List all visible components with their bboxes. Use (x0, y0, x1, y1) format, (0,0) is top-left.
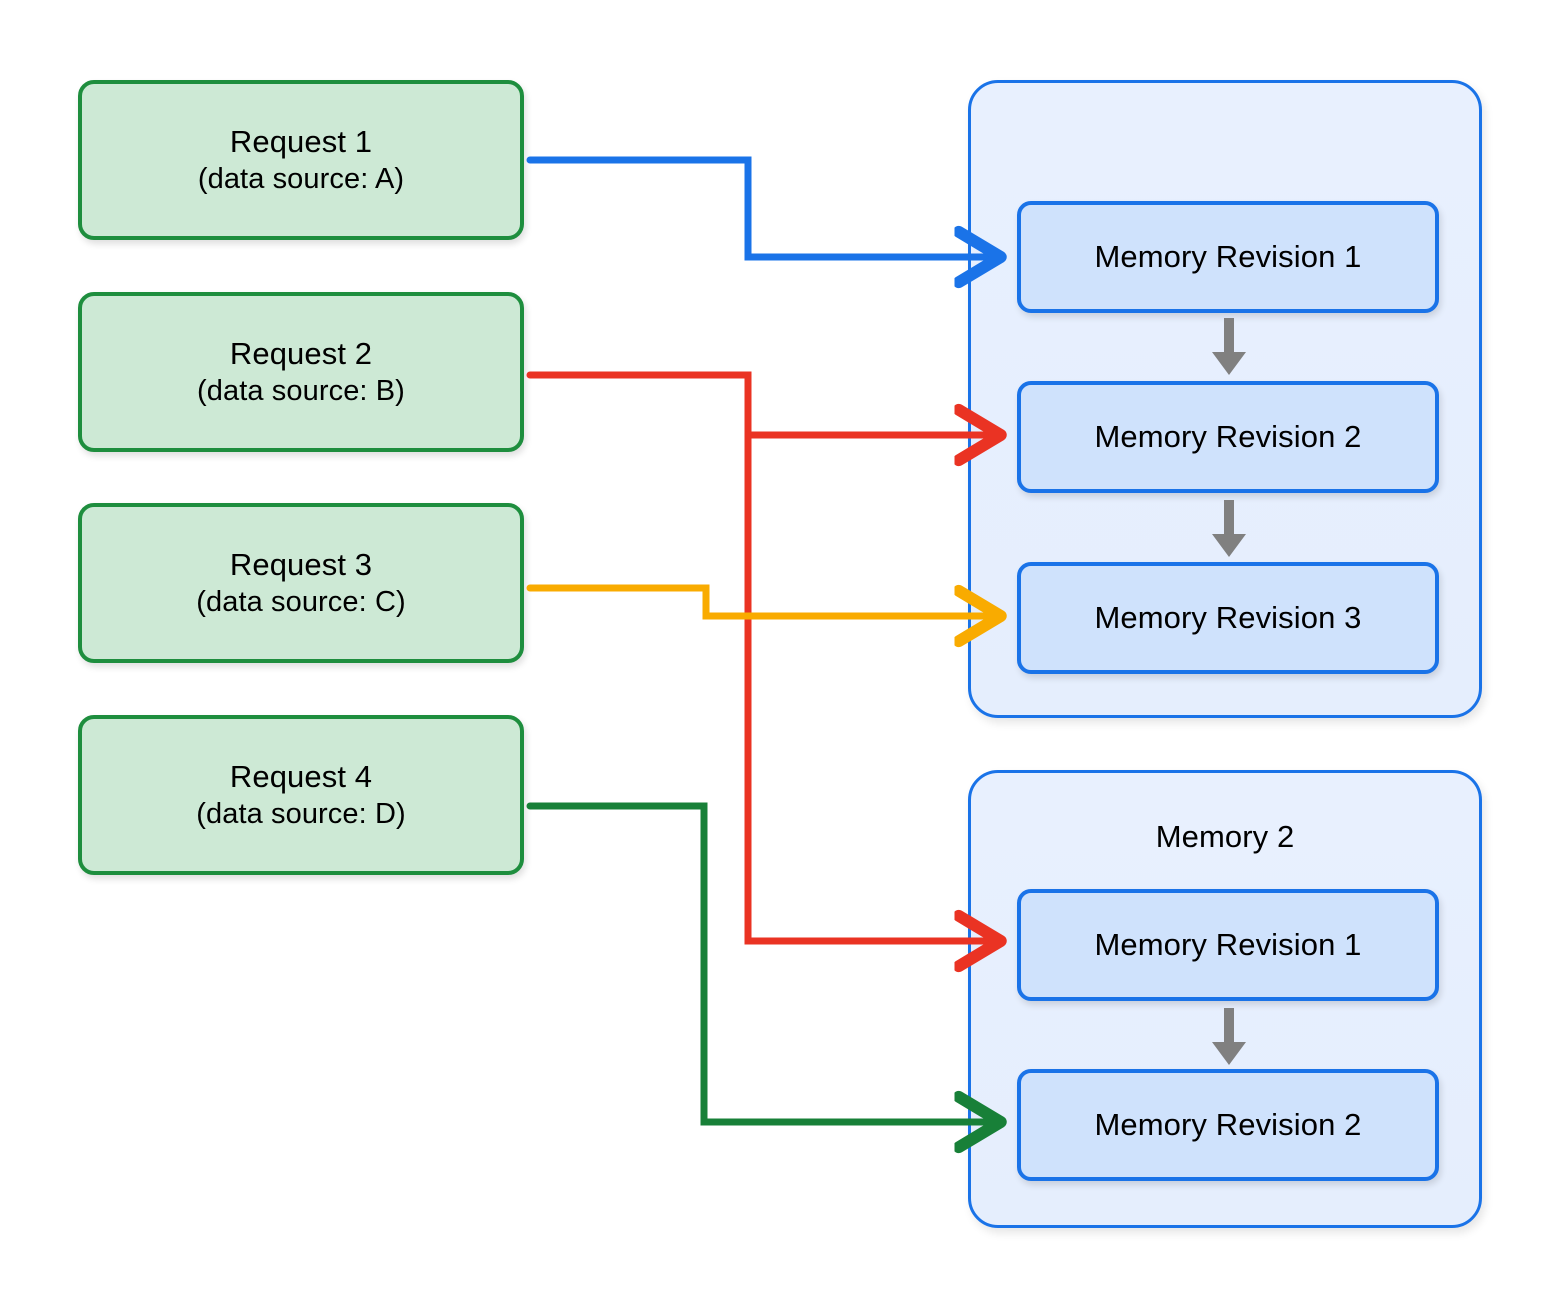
memory-2-revision-2[interactable]: Memory Revision 2 (1017, 1069, 1439, 1181)
request-2-subtitle: (data source: B) (197, 375, 405, 408)
memory-1-revision-1-label: Memory Revision 1 (1094, 239, 1362, 274)
request-4-title: Request 4 (229, 759, 373, 795)
request-box-1[interactable]: Request 1 (data source: A) (78, 80, 524, 240)
request-3-subtitle: (data source: C) (196, 586, 406, 619)
request-2-title: Request 2 (229, 336, 373, 372)
memory-2-title: Memory 2 (1155, 819, 1295, 854)
memory-1-revision-2-label: Memory Revision 2 (1094, 419, 1362, 454)
wire-request-2-to-memory-2-revision-1 (526, 371, 998, 941)
memory-2-revision-2-label: Memory Revision 2 (1094, 1107, 1362, 1142)
memory-container-2[interactable]: Memory 2 Memory Revision 1 Memory Revisi… (968, 770, 1482, 1228)
request-3-title: Request 3 (229, 547, 373, 583)
memory-1-revision-1[interactable]: Memory Revision 1 (1017, 201, 1439, 313)
wire-request-4-to-memory-2-revision-2 (526, 802, 998, 1122)
memory-2-revision-1[interactable]: Memory Revision 1 (1017, 889, 1439, 1001)
request-4-subtitle: (data source: D) (196, 798, 406, 831)
memory-2-revision-1-label: Memory Revision 1 (1094, 927, 1362, 962)
request-box-3[interactable]: Request 3 (data source: C) (78, 503, 524, 663)
memory-container-1[interactable]: Memory 1 Memory Revision 1 Memory Revisi… (968, 80, 1482, 718)
request-1-title: Request 1 (229, 124, 373, 160)
request-box-4[interactable]: Request 4 (data source: D) (78, 715, 524, 875)
wire-request-1-to-memory-1-revision-1 (526, 156, 998, 257)
request-box-2[interactable]: Request 2 (data source: B) (78, 292, 524, 452)
memory-1-revision-3[interactable]: Memory Revision 3 (1017, 562, 1439, 674)
memory-1-revision-3-label: Memory Revision 3 (1094, 600, 1362, 635)
wire-request-3-to-memory-1-revision-3 (526, 584, 998, 616)
memory-1-revision-2[interactable]: Memory Revision 2 (1017, 381, 1439, 493)
request-1-subtitle: (data source: A) (197, 163, 405, 196)
